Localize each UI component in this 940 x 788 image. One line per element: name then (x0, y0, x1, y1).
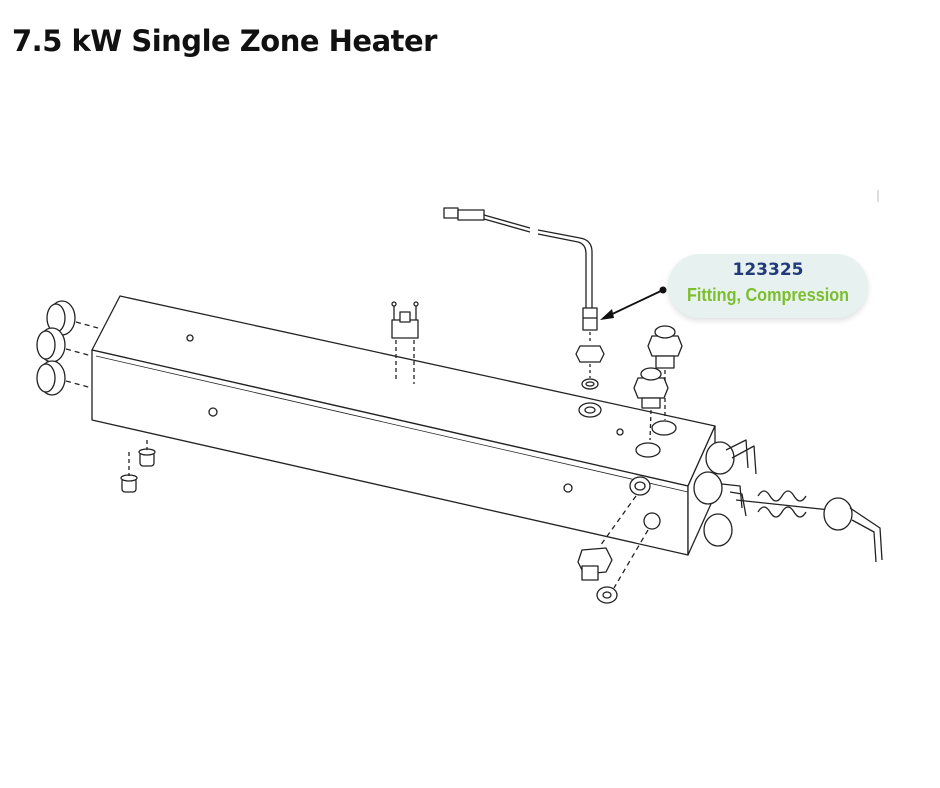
bottom-plugs (120, 440, 156, 493)
end-caps (36, 300, 99, 396)
arrow-icon (600, 286, 667, 320)
compression-fitting-stack (575, 345, 605, 418)
heating-elements (693, 439, 883, 563)
heater-block (91, 295, 716, 556)
sensor-probe (443, 207, 598, 342)
top-fittings (633, 325, 683, 458)
part-description: Fitting, Compression (687, 285, 849, 305)
thermostat (391, 301, 419, 384)
side-ports (577, 476, 661, 604)
part-number: 123325 (732, 260, 804, 280)
part-callout: 123325 Fitting, Compression (668, 254, 868, 318)
page-title: 7.5 kW Single Zone Heater (12, 24, 437, 58)
